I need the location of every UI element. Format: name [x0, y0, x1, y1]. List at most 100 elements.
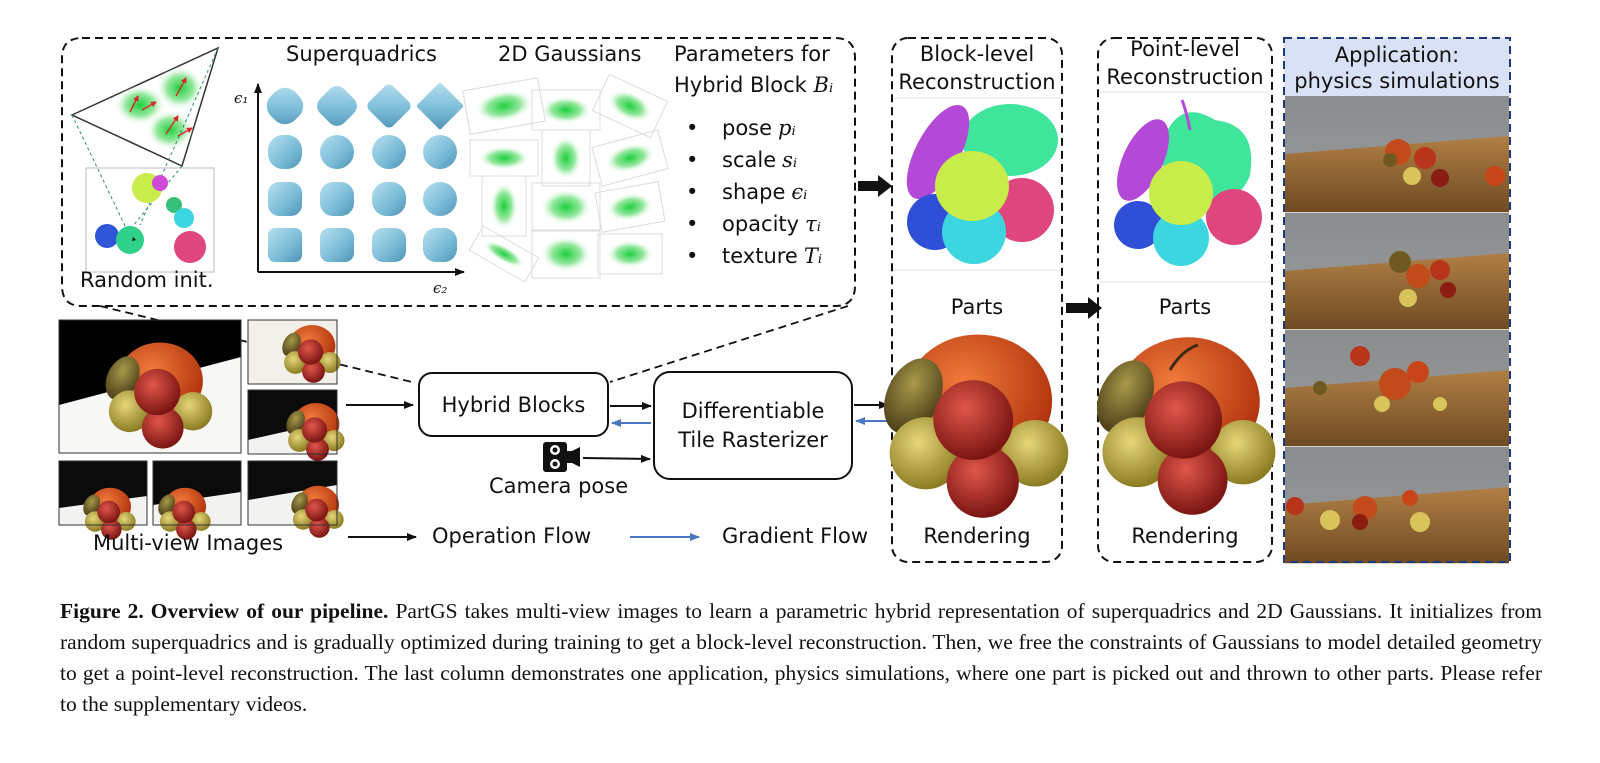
caption-title: Overview of our pipeline.: [150, 599, 389, 623]
param-bullet: •: [686, 148, 699, 172]
axis-eps2-label: ϵ₂: [433, 279, 448, 297]
superquadric-shape: [320, 135, 354, 169]
superquadric-shape: [268, 228, 302, 262]
gaussians-title: 2D Gaussians: [498, 42, 642, 66]
gradient-flow-label: Gradient Flow: [722, 524, 869, 548]
operation-flow-label: Operation Flow: [432, 524, 592, 548]
gaussian-splat: [531, 182, 601, 232]
superquadrics-title: Superquadrics: [286, 42, 437, 66]
caption-body: PartGS takes multi-view images to learn …: [60, 599, 1542, 716]
param-bullet: •: [686, 116, 699, 140]
hybrid-blocks-box: [418, 372, 609, 437]
superquadric-shape: [372, 182, 406, 216]
view-thumb-4: [152, 460, 242, 540]
gaussian-splat: [469, 139, 539, 177]
param-symbol: τᵢ: [805, 212, 821, 236]
param-bullet: •: [686, 244, 699, 268]
application-header-bg: [1284, 38, 1510, 96]
superquadric-shape: [266, 87, 304, 125]
camera-icon: [543, 442, 580, 472]
point-level-rendering-label: Rendering: [1131, 524, 1239, 548]
gaussian-splat: [594, 181, 666, 233]
random-init-label: Random init.: [80, 268, 214, 292]
param-label: scale: [722, 148, 777, 172]
caption-figure-label: Figure 2.: [60, 599, 144, 623]
superquadric-shape: [268, 182, 302, 216]
block-level-rendering-label: Rendering: [923, 524, 1031, 548]
superquadrics-axes: [254, 83, 465, 276]
point-level-title-line2: Reconstruction: [1106, 65, 1264, 89]
superquadric-shape: [317, 86, 357, 126]
gaussian-splat: [531, 89, 601, 131]
simulation-frame: [1285, 330, 1509, 448]
gaussian-splat: [462, 77, 546, 135]
multiview-images: [58, 319, 345, 540]
gaussian-splat: [597, 233, 663, 275]
application-column-border: [1283, 37, 1511, 563]
superquadric-shape: [372, 228, 406, 262]
view-thumb-5: [247, 460, 344, 538]
top-panel-border: [61, 37, 856, 307]
application-title-line2: physics simulations: [1294, 69, 1500, 93]
gaussian-splat: [541, 129, 591, 187]
superquadric-shape: [423, 135, 457, 169]
superquadric-shape: [268, 135, 302, 169]
params-title-symbol: Bᵢ: [813, 73, 834, 97]
point-level-parts-render: [1114, 99, 1262, 266]
param-symbol: Tᵢ: [803, 244, 823, 268]
point-level-parts-label: Parts: [1158, 295, 1212, 319]
param-symbol: sᵢ: [782, 148, 798, 172]
block-level-title-line1: Block-level: [919, 42, 1035, 66]
axis-eps1-label: ϵ₁: [234, 89, 249, 107]
multiview-label: Multi-view Images: [93, 531, 284, 555]
block-level-parts-render: [906, 104, 1058, 264]
figure-caption: Figure 2. Overview of our pipeline. Part…: [60, 596, 1542, 720]
rasterizer-line1: Differentiable: [681, 399, 825, 423]
point-level-render: [1085, 337, 1276, 515]
param-bullet: •: [686, 212, 699, 236]
params-title-line1: Parameters for: [674, 42, 830, 66]
physics-simulation-frames: [1285, 96, 1509, 565]
param-label: texture: [722, 244, 798, 268]
param-symbol: ϵᵢ: [791, 180, 808, 204]
application-title-line1: Application:: [1334, 43, 1460, 67]
block-to-point-arrow: [1066, 297, 1102, 319]
camera-pose-label: Camera pose: [489, 474, 629, 498]
superquadric-shape: [372, 135, 406, 169]
gaussian-splat: [591, 129, 669, 187]
param-label: shape: [722, 180, 786, 204]
simulation-frame: [1285, 213, 1509, 331]
top-to-block-arrow: [858, 175, 892, 197]
gaussians-grid: [462, 73, 669, 283]
gaussian-splat: [481, 175, 527, 237]
point-level-column-border: [1097, 37, 1273, 563]
point-level-title-line1: Point-level: [1130, 37, 1240, 61]
view-thumb-3: [58, 460, 148, 540]
block-level-parts-label: Parts: [950, 295, 1004, 319]
superquadric-shape: [416, 82, 464, 130]
superquadric-shape: [367, 84, 411, 128]
gaussian-splat: [531, 229, 601, 279]
superquadric-shape: [423, 182, 457, 216]
arrow-camera-to-rasterizer: [582, 454, 651, 463]
rasterizer-line2: Tile Rasterizer: [678, 428, 828, 452]
main-view-image: [58, 319, 242, 454]
rasterizer-box: [653, 371, 853, 480]
param-bullet: •: [686, 180, 699, 204]
param-symbol: pᵢ: [778, 116, 796, 140]
simulation-frame: [1285, 96, 1509, 214]
gaussian-splat: [591, 73, 669, 139]
superquadric-shape: [423, 228, 457, 262]
callout-line-right: [609, 305, 849, 383]
view-thumb-2: [247, 389, 345, 461]
superquadric-shape: [320, 228, 354, 262]
hybrid-blocks-label: Hybrid Blocks: [441, 393, 586, 417]
superquadrics-grid: [266, 82, 464, 262]
block-level-title-line2: Reconstruction: [898, 70, 1056, 94]
superquadric-shape: [320, 182, 354, 216]
param-label: pose: [722, 116, 773, 140]
params-title-text: Hybrid Block: [674, 73, 807, 97]
